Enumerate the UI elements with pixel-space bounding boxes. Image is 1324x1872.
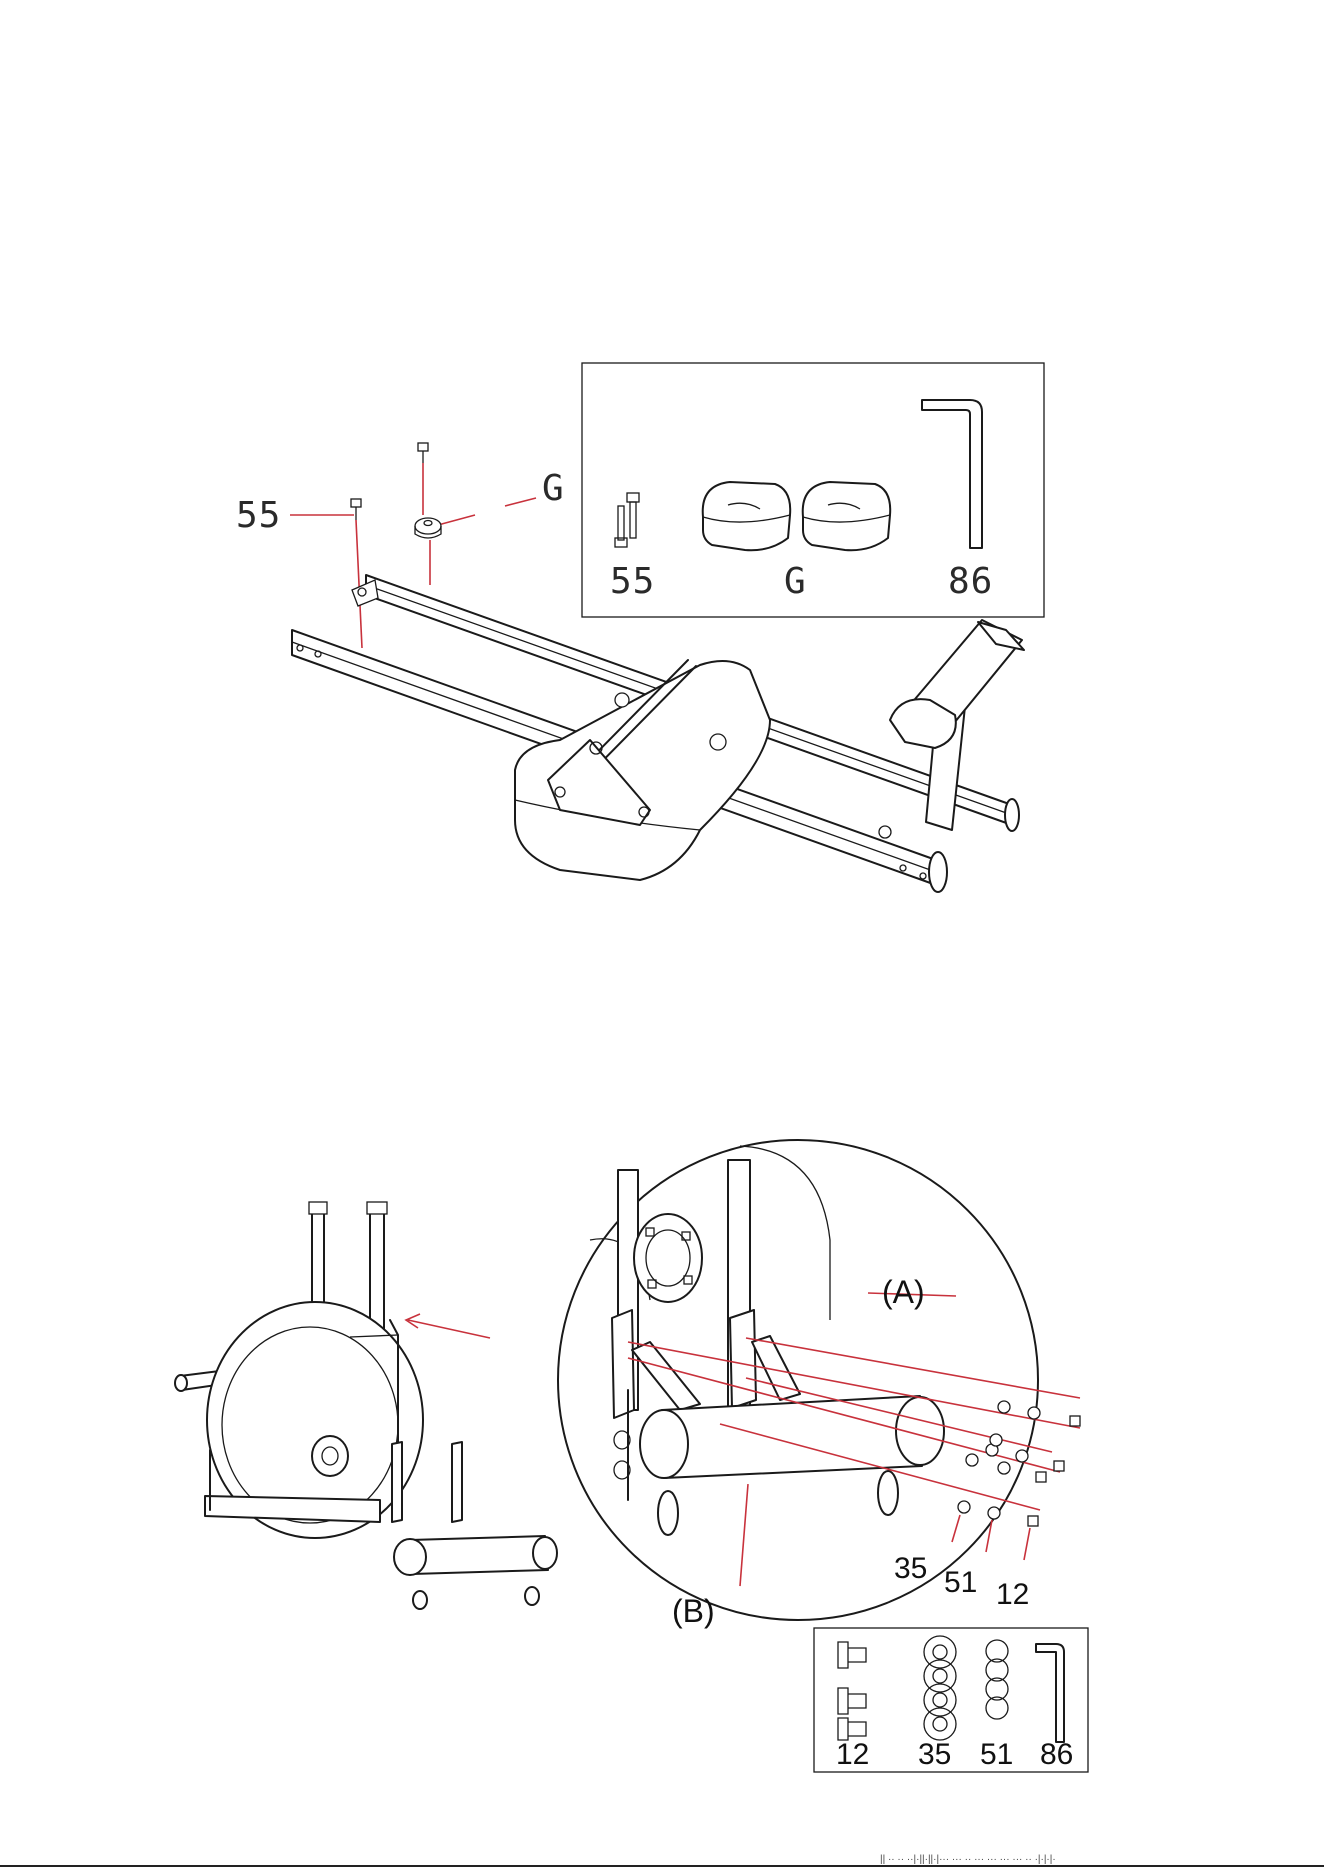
front-stabilizer	[392, 1442, 557, 1609]
bolt-icon	[351, 499, 361, 520]
detail-view: (A) (B) 35 51 12	[558, 1140, 1080, 1629]
foot-pad-icon	[415, 518, 441, 538]
hardware-row-2	[966, 1434, 1064, 1482]
parts-label-12: 12	[836, 1738, 869, 1771]
parts-label-86: 86	[1040, 1738, 1073, 1771]
parts-label-55: 55	[610, 561, 655, 602]
callout-12: 12	[996, 1578, 1029, 1611]
bolt-icon	[418, 443, 428, 463]
callout-55: 55	[236, 495, 281, 536]
allen-key-icon	[922, 400, 982, 548]
callout-a: (A)	[882, 1274, 925, 1310]
hardware-row-1	[998, 1401, 1080, 1426]
direction-arrow	[406, 1314, 490, 1338]
callout-35: 35	[894, 1552, 927, 1585]
footer-text: || ·· ·· ··|·||·||·|··· ··· ·· ··· ··· ·…	[880, 1854, 1056, 1865]
step1-parts-box: 55 G 86	[582, 363, 1044, 617]
step1-figure: 55 G 86 55 G	[236, 363, 1044, 892]
callout-b: (B)	[672, 1593, 715, 1629]
foot-pad-icon	[803, 482, 890, 550]
parts-label-51: 51	[980, 1738, 1013, 1771]
base-frame	[292, 575, 1024, 892]
step2-parts-box: 12 35 51 86	[814, 1628, 1088, 1772]
bolt-55-icon	[615, 493, 639, 547]
callout-g: G	[542, 468, 565, 509]
elliptical-frame-overview	[175, 1202, 557, 1609]
parts-label-35: 35	[918, 1738, 951, 1771]
hardware-row-3	[958, 1501, 1038, 1526]
parts-label-86: 86	[948, 561, 993, 602]
bearing-hub	[634, 1214, 702, 1302]
parts-label-g: G	[784, 561, 807, 602]
foot-pad-icon	[703, 482, 790, 550]
step2-figure: (A) (B) 35 51 12	[175, 1140, 1088, 1772]
callout-51: 51	[944, 1566, 977, 1599]
